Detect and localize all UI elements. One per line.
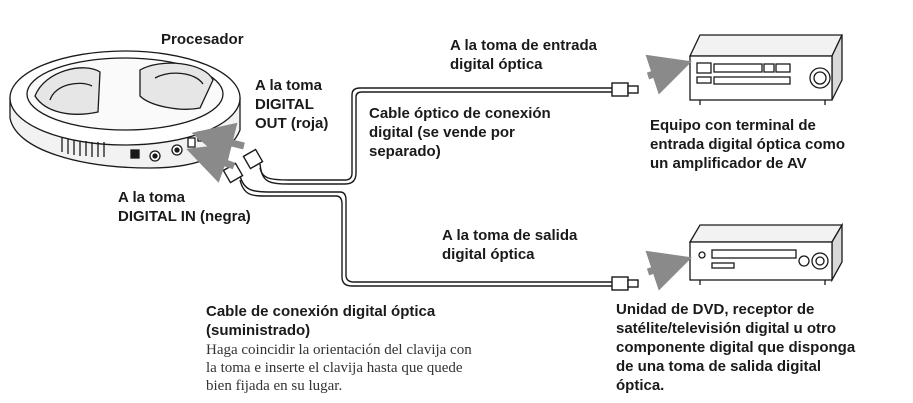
processor-vent (61, 138, 105, 157)
processor-device (9, 50, 241, 169)
amplifier-line-3: un amplificador de AV (650, 155, 807, 172)
cable-sold-line-3: separado) (369, 143, 441, 160)
output-jack-line-2: digital óptica (442, 246, 535, 263)
instructions-line-1: Haga coincidir la orientación del clavij… (206, 342, 472, 358)
dvd-line-2: satélite/televisión digital u otro (616, 320, 837, 337)
dvd-line-5: óptica. (616, 377, 665, 394)
cable-to-amplifier (242, 82, 639, 185)
input-jack-label: A la toma de entrada digital óptica (450, 36, 597, 74)
dvd-line-1: Unidad de DVD, receptor de (616, 301, 815, 318)
instructions-line-3: bien fijada en su lugar. (206, 378, 343, 394)
dvd-line-4: de una toma de salida digital (616, 358, 822, 375)
amplifier-device-label: Equipo con terminal de entrada digital ó… (650, 116, 845, 173)
supplied-cable-instructions: Haga coincidir la orientación del clavij… (206, 341, 472, 395)
processor-label: Procesador (161, 31, 244, 48)
output-jack-label: A la toma de salida digital óptica (442, 226, 577, 264)
digital-out-line-3: OUT (roja) (255, 115, 329, 132)
instructions-line-2: la toma e inserte el clavija hasta que q… (206, 360, 463, 376)
digital-in-line-1: A la toma (118, 189, 185, 206)
input-jack-line-2: digital óptica (450, 56, 543, 73)
input-jack-line-1: A la toma de entrada (450, 37, 597, 54)
amplifier-line-1: Equipo con terminal de (650, 117, 816, 134)
insertion-arrows (186, 54, 692, 291)
cable-sold-line-1: Cable óptico de conexión (369, 105, 551, 122)
cable-sold-line-2: digital (se vende por (369, 124, 515, 141)
supplied-cable-title-line-1: Cable de conexión digital óptica (206, 303, 436, 320)
cable-sold-separately-label: Cable óptico de conexión digital (se ven… (369, 104, 551, 161)
digital-out-label: A la toma DIGITAL OUT (roja) (255, 76, 328, 133)
digital-out-line-1: A la toma (255, 77, 322, 94)
supplied-cable-title-line-2: (suministrado) (206, 322, 311, 339)
digital-out-line-2: DIGITAL (255, 96, 314, 113)
amplifier-device (688, 34, 844, 105)
output-jack-line-1: A la toma de salida (442, 227, 578, 244)
amplifier-line-2: entrada digital óptica como (650, 136, 846, 153)
dvd-line-3: componente digital que disponga (616, 339, 856, 356)
dvd-device (688, 222, 844, 285)
dvd-device-label: Unidad de DVD, receptor de satélite/tele… (616, 300, 855, 395)
digital-in-label: A la toma DIGITAL IN (negra) (118, 188, 251, 226)
supplied-cable-title: Cable de conexión digital óptica (sumini… (206, 302, 435, 340)
digital-in-line-2: DIGITAL IN (negra) (118, 208, 251, 225)
